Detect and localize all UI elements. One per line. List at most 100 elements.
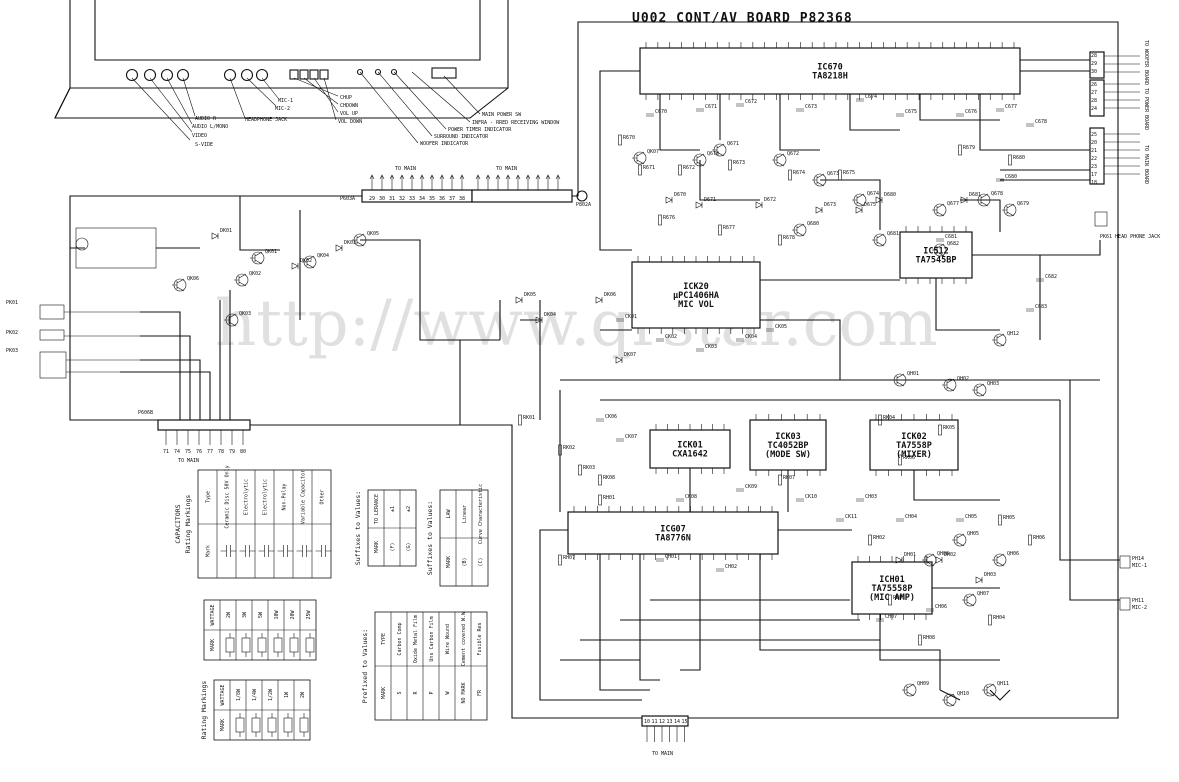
top-pin-number: 29 — [369, 196, 375, 202]
bottom-pin-number: 75 — [185, 449, 191, 455]
diode-dk03: DK03 — [335, 240, 356, 252]
bottom2-pin-number: 12 — [659, 719, 665, 725]
prefix-table-cell: NO MARK — [461, 682, 467, 703]
resistor-label: R673 — [733, 160, 745, 166]
capacitor-ck03: CK03 — [696, 344, 717, 352]
top-pin-number: 33 — [409, 196, 415, 202]
capacitor-table-cell: Variable Capacitor — [301, 470, 307, 524]
pk02-label: PK02 — [6, 330, 18, 336]
prefix-table-header: TYPE — [381, 633, 387, 645]
rating-markings-table-cell: 1W — [284, 691, 290, 698]
resistor-rk07: RK07 — [778, 474, 795, 486]
right-pin-number: 24 — [1091, 106, 1097, 112]
transistor-label: QH12 — [1007, 331, 1019, 337]
label-chdown: CHDOWN — [340, 103, 358, 109]
prefix-table-heading: Prefixed to Values: — [361, 629, 369, 703]
top-pin-number: 30 — [379, 196, 385, 202]
transistor-qh07: QH07 — [962, 591, 989, 607]
resistor-wattage-table-cell: 5W — [258, 611, 264, 618]
capacitor-table-cell: Electrolytic — [244, 479, 250, 515]
resistor-rk02: RK02 — [558, 444, 575, 456]
resistor-rh05: RH05 — [998, 514, 1015, 526]
transistor-qh02: QH02 — [942, 376, 969, 392]
resistor-r671: R671 — [638, 164, 655, 176]
top-pin-number: 34 — [419, 196, 425, 202]
transistor-label: QH10 — [957, 691, 969, 697]
transistor-label: QK02 — [249, 271, 261, 277]
resistor-rh08: RH08 — [918, 634, 935, 646]
resistor-label: R671 — [643, 165, 655, 171]
resistor-rk08: RK08 — [598, 474, 615, 486]
label-audio-r: AUDIO R — [195, 116, 217, 122]
capacitor-label: CH03 — [865, 494, 877, 500]
panel-indicator — [356, 68, 364, 76]
ic-label-ick01: ICK01 — [677, 441, 703, 451]
capacitor-label: CK06 — [605, 414, 617, 420]
transistor-label: QK04 — [317, 253, 329, 259]
rating-markings-table-heading: Rating Markings — [200, 681, 208, 740]
resistor-r670: R670 — [618, 134, 635, 146]
diode-dk06: DK06 — [595, 292, 616, 304]
suffix-tolerance-table-header: TO LERANCE — [374, 494, 380, 524]
resistor-label: RH05 — [1003, 515, 1015, 521]
ic-label-ic670: TA8218H — [812, 72, 848, 82]
resistor-rh06: RH06 — [1028, 534, 1045, 546]
resistor-label: RH01 — [603, 495, 615, 501]
power-switch — [431, 67, 457, 79]
capacitor-label: CK08 — [685, 494, 697, 500]
transistor-q681: Q681 — [872, 231, 899, 247]
transistor-qh09: QH09 — [902, 681, 929, 697]
right-pin-number: 23 — [1091, 164, 1097, 170]
capacitor-ck10: CK10 — [796, 494, 817, 502]
wiring — [120, 59, 1120, 701]
capacitor-label: C681 — [945, 234, 957, 240]
transistor-label: Q672 — [787, 151, 799, 157]
capacitor-label: CK05 — [775, 324, 787, 330]
resistor-rh07: RH07 — [558, 554, 575, 566]
pk03-label: PK03 — [6, 348, 18, 354]
resistor-rh04: RH04 — [988, 614, 1005, 626]
capacitor-label: CK10 — [805, 494, 817, 500]
diode-d672: D672 — [755, 197, 776, 209]
resistor-wattage-table-cell: 3W — [242, 611, 248, 618]
ic-label-ick02: (MIXER) — [896, 450, 932, 460]
capacitor-label: C680 — [1005, 174, 1017, 180]
diode-dk07: DK07 — [615, 352, 636, 364]
suffix-curve-table-cell: Linear — [462, 505, 468, 523]
transistor-label: QH08 — [937, 551, 949, 557]
capacitor-label: C682 — [1045, 274, 1057, 280]
ic-label-ick02: ICK02 — [901, 432, 927, 442]
left-jacks: PK01 PK02 PK03 — [6, 227, 200, 379]
ic-label-ick03: ICK03 — [775, 432, 801, 442]
suffix-tolerance-table-cell: ±2 — [406, 506, 412, 512]
resistor-r673: R673 — [728, 159, 745, 171]
page-title: U002 CONT/AV BOARD P82368 — [632, 11, 853, 26]
prefix-table-cell: Carbon Comp — [397, 622, 403, 655]
mic-ref-2: PH11 — [1132, 598, 1144, 604]
prefix-table-header: MARK — [381, 687, 387, 699]
panel-button — [309, 69, 319, 80]
capacitor-c677: C677 — [996, 104, 1017, 112]
capacitor-c671: C671 — [696, 104, 717, 112]
label-surround: SURROUND INDICATOR — [434, 134, 489, 140]
to-power-label: TO POWER BOARD — [1143, 88, 1149, 130]
resistor-r679: R679 — [958, 144, 975, 156]
transistor-label: QH01 — [907, 371, 919, 377]
diode-d675: D675 — [855, 202, 876, 214]
diode-label: D675 — [864, 202, 876, 208]
ic-label-ich01: (MIC AMP) — [869, 593, 915, 603]
diode-label: DK05 — [524, 292, 536, 298]
capacitor-label: C677 — [1005, 104, 1017, 110]
capacitor-c683: C683 — [1026, 304, 1047, 312]
watermark: http://www.qrstar.com — [215, 287, 938, 361]
p802a-label: P802A — [576, 202, 591, 208]
suffix-curve-table-cell: (C) — [478, 557, 484, 566]
bottom-pin-number: 77 — [207, 449, 213, 455]
label-woofer: WOOFER INDICATOR — [420, 141, 469, 147]
rating-markings-table-header: WATTAGE — [220, 684, 226, 705]
resistor-label: RK05 — [943, 425, 955, 431]
transistor-qk01: QK01 — [250, 249, 277, 265]
capacitor-ch06: CH06 — [926, 604, 947, 612]
resistor-label: R672 — [683, 165, 695, 171]
